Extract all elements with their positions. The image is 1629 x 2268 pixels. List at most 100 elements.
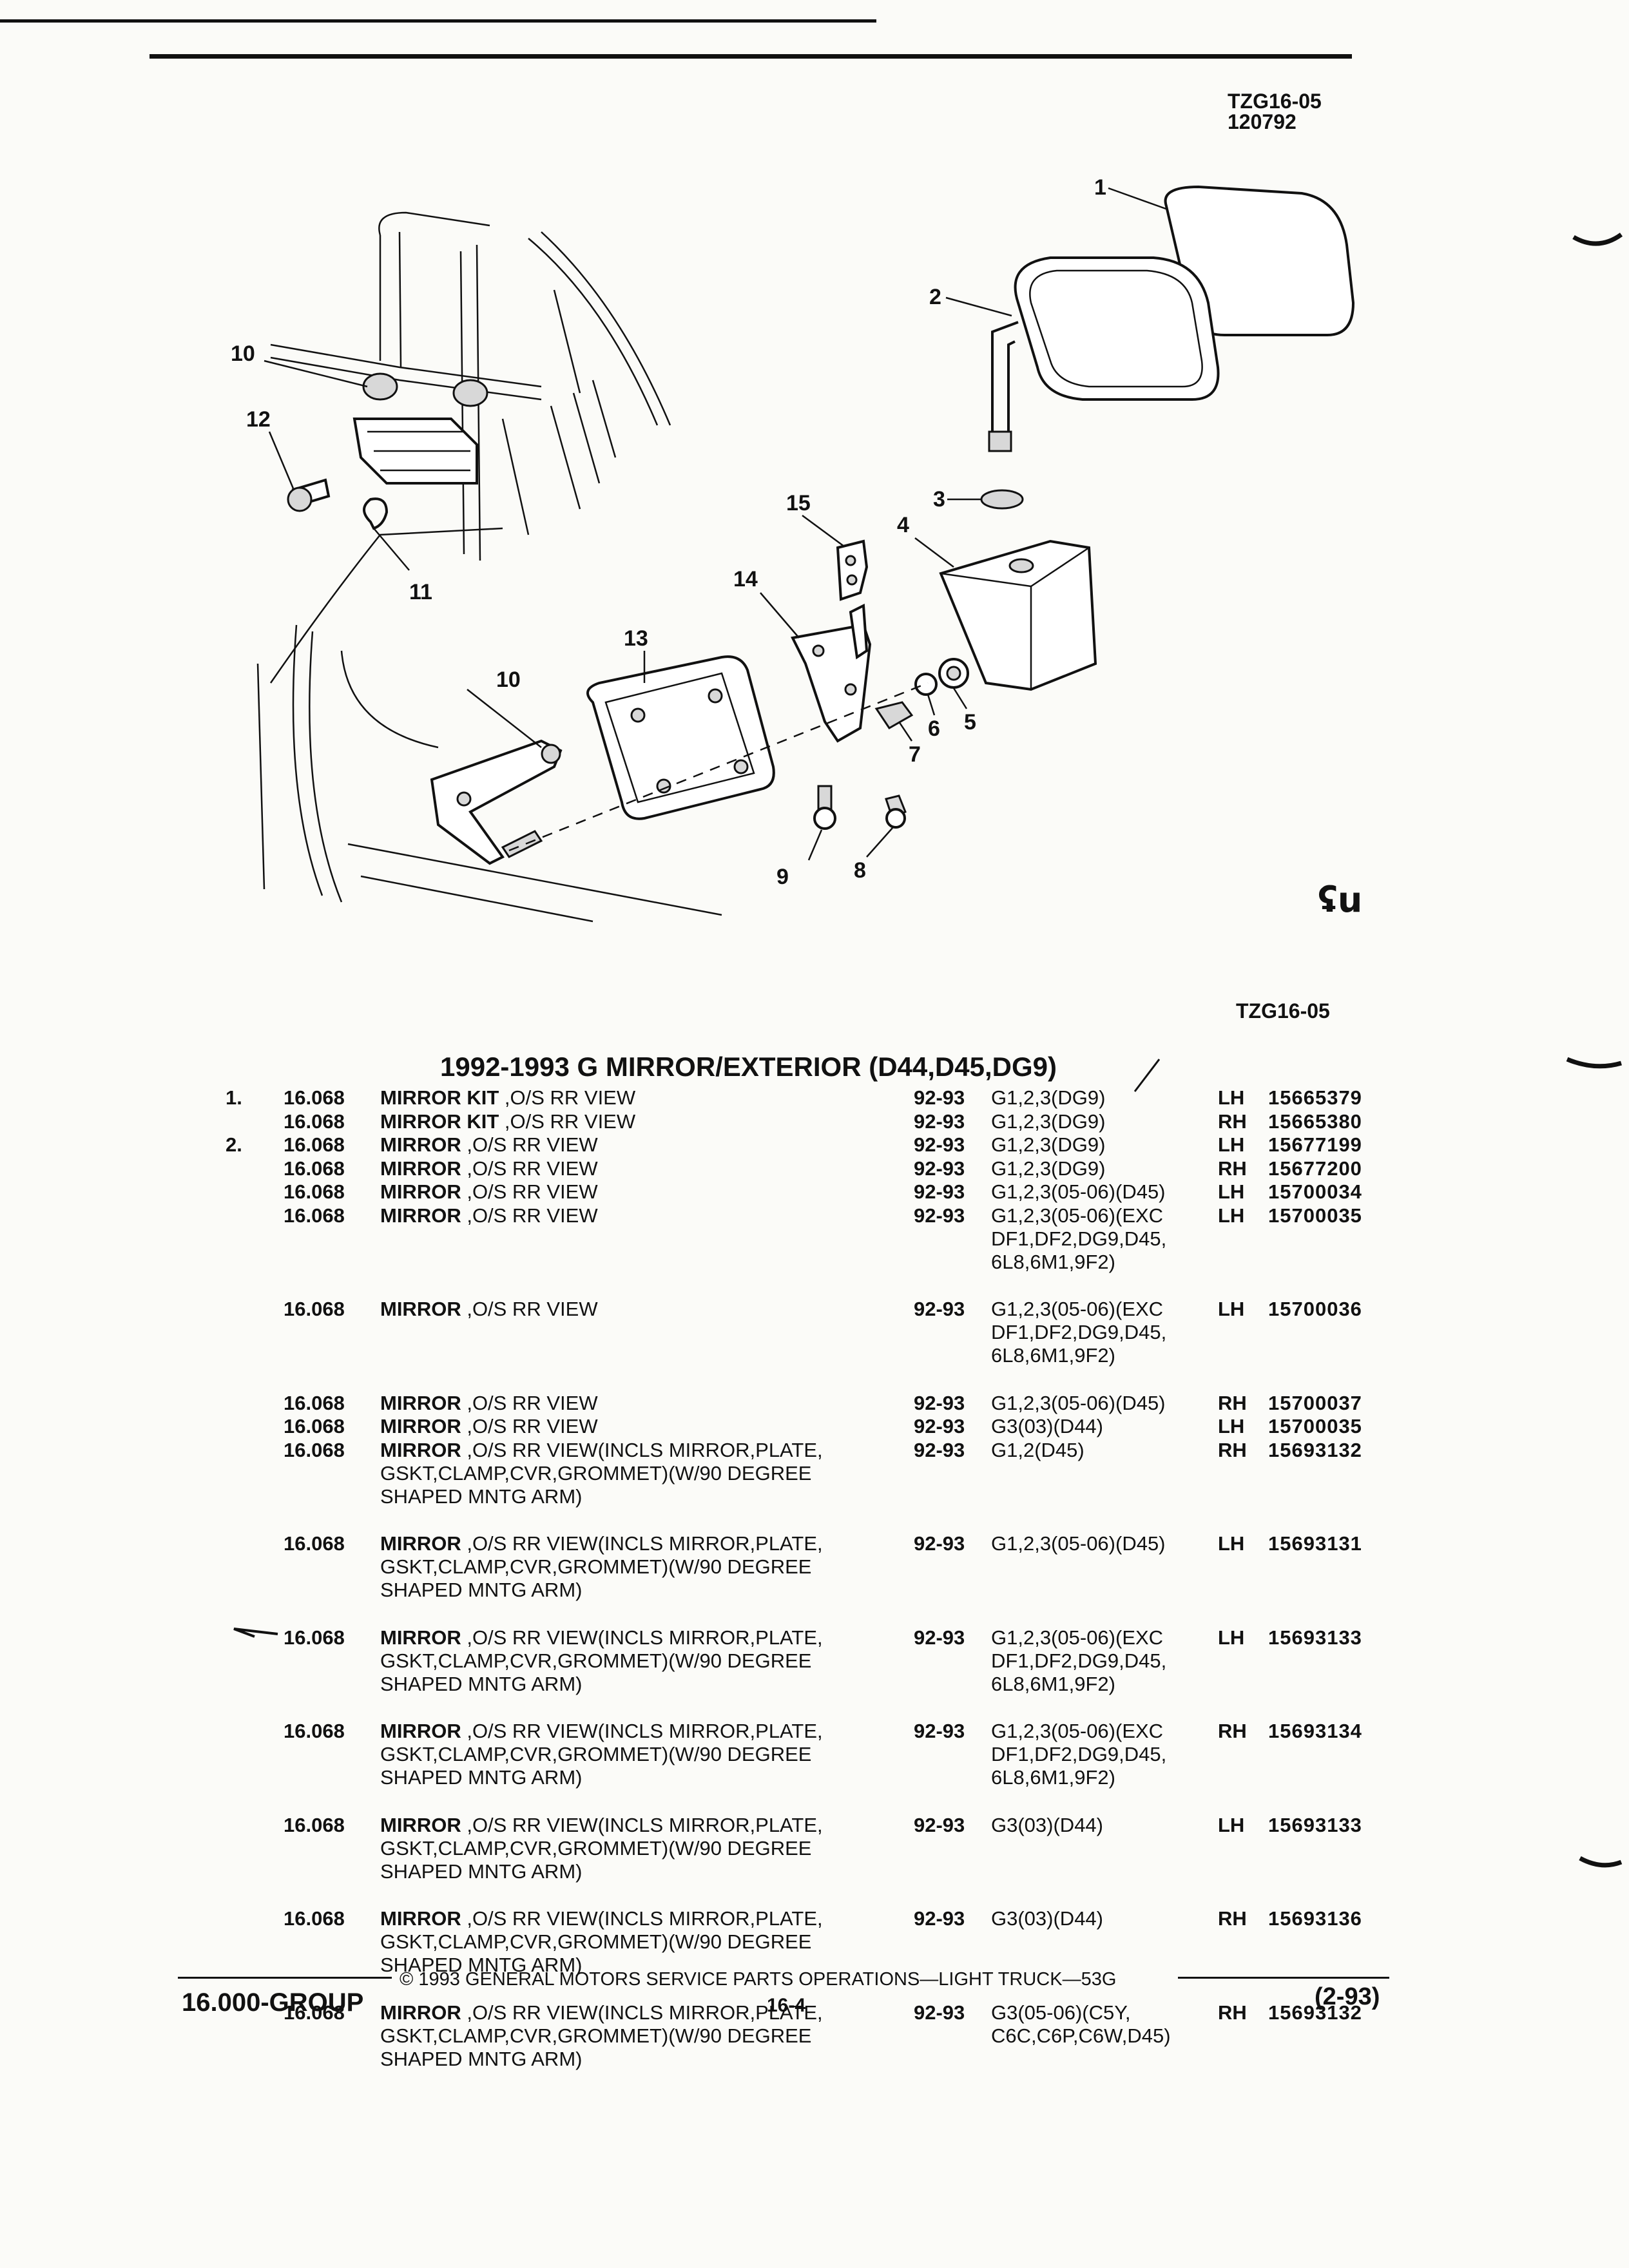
application: G3(03)(D44)	[991, 1813, 1103, 1836]
part-number: 15693131	[1268, 1532, 1362, 1555]
model-years: 92-93	[914, 1391, 965, 1414]
part-desc-text: ,O/S RR VIEW(INCLS MIRROR,PLATE, GSKT,CL…	[380, 1720, 823, 1789]
side: LH	[1218, 1180, 1245, 1203]
application: G1,2,3(05-06)(EXC DF1,DF2,DG9,D45, 6L8,6…	[991, 1720, 1167, 1789]
model-years: 92-93	[914, 1415, 965, 1437]
callout-7: 7	[909, 742, 921, 767]
part-number: 15677199	[1268, 1133, 1362, 1156]
part-description: MIRROR ,O/S RR VIEW(INCLS MIRROR,PLATE, …	[380, 1907, 883, 1977]
upper-bracket-assembly	[287, 372, 488, 530]
part-name: MIRROR	[380, 1813, 461, 1836]
callout-9: 9	[776, 865, 789, 889]
part-description: MIRROR ,O/S RR VIEW	[380, 1133, 883, 1157]
part-desc-text: ,O/S RR VIEW	[461, 1157, 598, 1180]
callout-15: 15	[786, 491, 811, 515]
callout-4: 4	[897, 513, 909, 537]
application: G3(05-06)(C5Y, C6C,C6P,C6W,D45)	[991, 2001, 1171, 2047]
part-name: MIRROR	[380, 1720, 461, 1742]
model-years: 92-93	[914, 1110, 965, 1133]
footer-date: (2-93)	[1315, 1983, 1380, 2010]
footer-rule-right	[1178, 1977, 1389, 1979]
part-desc-text: ,O/S RR VIEW(INCLS MIRROR,PLATE, GSKT,CL…	[380, 1532, 823, 1601]
group-number: 16.068	[284, 1907, 345, 1930]
group-number: 16.068	[284, 1813, 345, 1836]
nut-and-washer	[914, 658, 969, 696]
part-name: MIRROR	[380, 1532, 461, 1555]
exploded-view-diagram: 1 2 3 4 5 6 7 8 9 10 10 11 12 13 14 15 ʢ…	[231, 175, 1362, 923]
application: G1,2,3(DG9)	[991, 1157, 1106, 1180]
group-number: 16.068	[284, 1626, 345, 1649]
part-number: 15693134	[1268, 1720, 1362, 1742]
part-desc-text: ,O/S RR VIEW	[461, 1298, 598, 1320]
application: G3(03)(D44)	[991, 1415, 1103, 1437]
model-years: 92-93	[914, 1180, 965, 1203]
part-name: MIRROR KIT	[380, 1110, 499, 1133]
pointer-mark	[233, 1628, 278, 1638]
group-number: 16.068	[284, 2001, 345, 2024]
part-number: 15693133	[1268, 1813, 1362, 1836]
callout-2: 2	[929, 285, 941, 309]
group-number: 16.068	[284, 1415, 345, 1437]
side: LH	[1218, 1626, 1245, 1649]
grommet	[980, 489, 1024, 510]
part-description: MIRROR KIT ,O/S RR VIEW	[380, 1086, 883, 1110]
part-desc-text: ,O/S RR VIEW(INCLS MIRROR,PLATE, GSKT,CL…	[380, 2001, 823, 2070]
part-number: 15693136	[1268, 1907, 1362, 1930]
application: G1,2,3(DG9)	[991, 1110, 1106, 1133]
mounting-plate	[586, 655, 775, 820]
lower-mounting-arm	[430, 739, 563, 865]
diagram-symbol: ʢu	[1318, 879, 1362, 920]
callout-1: 1	[1094, 175, 1106, 200]
model-years: 92-93	[914, 1157, 965, 1180]
group-number: 16.068	[284, 1720, 345, 1742]
part-name: MIRROR	[380, 1438, 461, 1461]
part-number: 15700037	[1268, 1391, 1362, 1414]
group-number: 16.068	[284, 1086, 345, 1109]
part-name: MIRROR	[380, 1180, 461, 1203]
part-desc-text: ,O/S RR VIEW	[461, 1204, 598, 1227]
application: G3(03)(D44)	[991, 1907, 1103, 1930]
side: LH	[1218, 1415, 1245, 1437]
part-desc-text: ,O/S RR VIEW	[461, 1391, 598, 1414]
side: LH	[1218, 1086, 1245, 1109]
model-years: 92-93	[914, 1720, 965, 1742]
model-years: 92-93	[914, 1298, 965, 1320]
part-desc-text: ,O/S RR VIEW(INCLS MIRROR,PLATE, GSKT,CL…	[380, 1907, 823, 1976]
part-number: 15693132	[1268, 2001, 1362, 2024]
model-years: 92-93	[914, 1907, 965, 1930]
group-number: 16.068	[284, 1110, 345, 1133]
item-number: 2.	[226, 1133, 242, 1156]
part-name: MIRROR	[380, 1907, 461, 1930]
side: LH	[1218, 1204, 1245, 1227]
part-desc-text: ,O/S RR VIEW(INCLS MIRROR,PLATE, GSKT,CL…	[380, 1813, 823, 1883]
callout-12: 12	[246, 407, 271, 432]
margin-mark-2	[1566, 1057, 1622, 1069]
part-number: 15700034	[1268, 1180, 1362, 1203]
side: RH	[1218, 2001, 1247, 2024]
margin-mark-1	[1572, 233, 1623, 246]
part-description: MIRROR ,O/S RR VIEW	[380, 1415, 883, 1438]
side: RH	[1218, 1438, 1247, 1461]
side: LH	[1218, 1813, 1245, 1836]
model-years: 92-93	[914, 1438, 965, 1461]
part-description: MIRROR ,O/S RR VIEW	[380, 1157, 883, 1180]
part-name: MIRROR	[380, 1204, 461, 1227]
part-name: MIRROR	[380, 1157, 461, 1180]
part-name: MIRROR	[380, 1415, 461, 1437]
application: G1,2(D45)	[991, 1438, 1084, 1461]
clip	[874, 701, 914, 729]
callout-6: 6	[928, 716, 940, 741]
mirror-head-assembly	[988, 185, 1355, 452]
application: G1,2,3(DG9)	[991, 1133, 1106, 1156]
part-name: MIRROR	[380, 1626, 461, 1649]
side: LH	[1218, 1532, 1245, 1555]
callout-14: 14	[733, 567, 758, 591]
side: LH	[1218, 1133, 1245, 1156]
callout-5: 5	[964, 710, 976, 735]
part-desc-text: ,O/S RR VIEW	[461, 1133, 598, 1156]
part-description: MIRROR ,O/S RR VIEW(INCLS MIRROR,PLATE, …	[380, 1532, 883, 1602]
mirror-cover	[939, 539, 1097, 691]
application: G1,2,3(DG9)	[991, 1086, 1106, 1109]
application: G1,2,3(05-06)(EXC DF1,DF2,DG9,D45, 6L8,6…	[991, 1204, 1167, 1273]
